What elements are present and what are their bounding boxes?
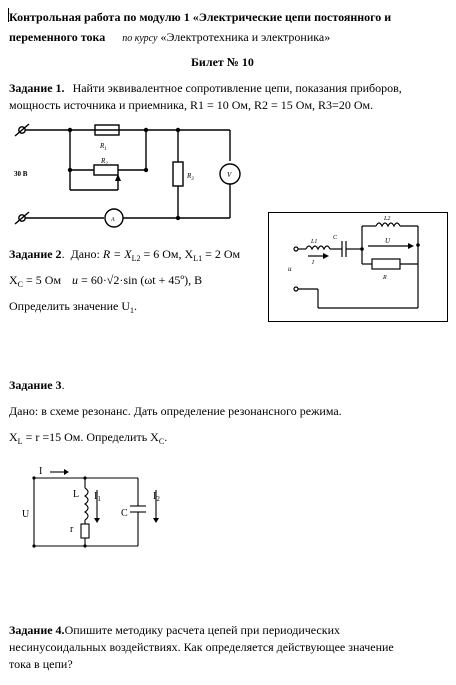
task4-line-1: Задание 4.Опишите методику расчета цепей… [9, 623, 340, 637]
voltage-arrow-label: U [385, 237, 391, 245]
voltage-u-label: U [22, 509, 30, 520]
c-label-3: C [121, 508, 128, 519]
task3-line-1: Задание 3. [9, 378, 65, 392]
task2-line-1: Задание 2. Дано: R = XL2 = 6 Ом, XL1 = 2… [9, 247, 241, 263]
task2-label: Задание 2 [9, 247, 62, 261]
l2-label: L2 [383, 216, 390, 222]
r3-label: R3 [186, 172, 194, 182]
task3-line-3: XL = r =15 Ом. Определить XC. [9, 430, 168, 446]
c-label: C [333, 235, 338, 241]
r2-label: R2 [100, 157, 108, 167]
r-small-label: r [70, 524, 74, 535]
input-voltage-label: u [288, 265, 292, 273]
voltmeter-label: V [227, 171, 232, 179]
task1-text-1: Найти эквивалентное сопротивление цепи, … [72, 81, 402, 95]
inductor-l1 [305, 245, 331, 251]
header-course-name: «Электротехника и электроника» [160, 30, 331, 44]
resistor-r [371, 258, 401, 270]
resistor-r3 [172, 161, 184, 187]
header-module-topic: переменного тока [9, 30, 106, 44]
resistor-r1 [94, 124, 120, 136]
circuit-2-diagram: L1 C L2 U I R u [268, 212, 448, 322]
task2-line-3: Определить значение U1. [9, 299, 138, 315]
header-line-1: Контрольная работа по модулю 1 «Электрич… [9, 10, 392, 24]
ammeter-label: A [110, 217, 115, 223]
task1-line-1: Задание 1. Найти эквивалентное сопротивл… [9, 80, 402, 96]
task1-text-2: мощность источника и приемника, R1 = 10 … [9, 98, 374, 112]
task3-line-2: Дано: в схеме резонанс. Дать определение… [9, 404, 342, 418]
i1-label: I1 [94, 491, 101, 503]
task4-line-2: несинусоидальных воздействиях. Как опред… [9, 640, 394, 654]
current-arrow-label: I [311, 260, 315, 266]
task3-label: Задание 3 [9, 378, 62, 392]
circuit-2-frame [268, 212, 448, 322]
text-cursor [8, 8, 9, 22]
task1-label: Задание 1. [9, 81, 65, 95]
header-course-prefix: по курсу [122, 33, 158, 44]
r1-label: R1 [99, 142, 107, 152]
task4-label: Задание 4. [9, 623, 65, 637]
l-label: L [73, 489, 79, 500]
task2-line-2: XC = 5 Ом u = 60·√2·sin (ωt + 45º), В [9, 273, 203, 289]
inductor-l2 [375, 222, 401, 228]
header-line-2: переменного тока по курсу «Электротехник… [9, 29, 330, 47]
current-i-label: I [39, 466, 42, 477]
ticket-title: Билет № 10 [191, 55, 254, 69]
inductor-l [84, 487, 89, 521]
circuit-1-diagram: 30 В R1 R2 R3 V A [14, 123, 241, 228]
i2-label: I2 [153, 491, 160, 503]
resistor-small-r [80, 523, 90, 539]
l1-label: L1 [310, 239, 317, 245]
source-voltage-label: 30 В [14, 170, 28, 178]
r-label: R [382, 275, 387, 281]
circuit-3-diagram: I U L I1 I2 C r [22, 466, 160, 548]
task4-line-3: тока в цепи? [9, 657, 73, 671]
